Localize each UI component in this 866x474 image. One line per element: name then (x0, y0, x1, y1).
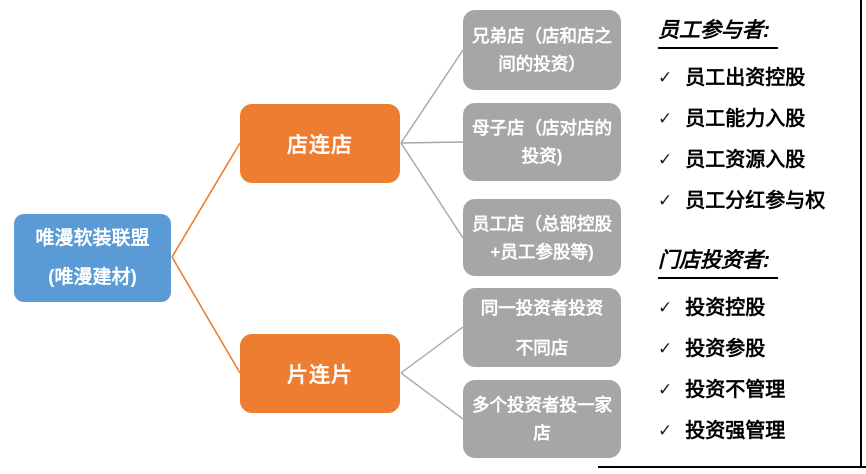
check-icon: ✓ (658, 68, 673, 87)
leaf-node-multiple-investors: 多个投资者投一家 店 (463, 380, 621, 458)
leaf-node-brother-store: 兄弟店（店和店之 间的投资） (463, 10, 621, 90)
employee-participants-list: 员工参与者: ✓ 员工出资控股 ✓ 员工能力入股 ✓ 员工资源入股 ✓ 员工分红… (658, 18, 858, 213)
branch-node-store-to-store: 店连店 (240, 104, 400, 183)
check-icon: ✓ (658, 421, 673, 440)
branch-node-area-to-area: 片连片 (240, 334, 400, 413)
connector-branch2-leaf5 (400, 372, 464, 420)
connector-branch2-leaf4 (400, 326, 464, 374)
check-icon: ✓ (658, 339, 673, 358)
list-item: ✓ 投资参股 (658, 337, 858, 361)
branch-node-label: 片连片 (287, 363, 353, 387)
check-icon: ✓ (658, 150, 673, 169)
leaf-node-label-line1: 员工店（总部控股 (472, 213, 612, 234)
list-item: ✓ 员工资源入股 (658, 148, 858, 172)
leaf-node-label-line1: 兄弟店（店和店之 (472, 26, 612, 46)
check-icon: ✓ (658, 380, 673, 399)
leaf-node-label-line1: 母子店（店对店的 (472, 118, 612, 138)
list-item-label: 投资控股 (685, 297, 766, 319)
list-item-label: 投资强管理 (685, 420, 786, 442)
list-item: ✓ 投资不管理 (658, 378, 858, 402)
check-icon: ✓ (658, 298, 673, 317)
check-icon: ✓ (658, 109, 673, 128)
leaf-node-label-line2: 不同店 (515, 337, 569, 358)
employee-participants-title: 员工参与者: (658, 18, 778, 49)
leaf-node-label-line1: 多个投资者投一家 (472, 395, 612, 415)
connector-branch1-leaf3 (400, 142, 464, 239)
leaf-node-label-line2: +员工参股等) (490, 241, 594, 262)
leaf-node-employee-store: 员工店（总部控股 +员工参股等) (463, 199, 621, 276)
root-node-label-line2: (唯漫建材) (48, 266, 137, 288)
connector-branch1-leaf1 (400, 49, 464, 144)
store-investors-list: 门店投资者: ✓ 投资控股 ✓ 投资参股 ✓ 投资不管理 ✓ 投资强管理 (658, 248, 858, 443)
leaf-node-mother-child-store: 母子店（店对店的 投资) (463, 103, 621, 181)
connector-root-branch1 (171, 142, 241, 258)
list-item: ✓ 员工分红参与权 (658, 189, 858, 213)
list-item-label: 员工资源入股 (685, 149, 806, 171)
leaf-node-label-line2: 间的投资） (498, 54, 586, 74)
connector-branch1-leaf2 (400, 141, 464, 144)
leaf-node-label-line1: 同一投资者投资 (480, 297, 604, 318)
leaf-node-label-line2: 投资) (521, 146, 563, 166)
list-item: ✓ 投资强管理 (658, 419, 858, 443)
list-item: ✓ 投资控股 (658, 296, 858, 320)
list-item-label: 投资参股 (685, 338, 766, 360)
store-investors-title: 门店投资者: (658, 248, 778, 279)
list-item: ✓ 员工能力入股 (658, 107, 858, 131)
root-node-alliance: 唯漫软装联盟 (唯漫建材) (14, 214, 171, 302)
branch-node-label: 店连店 (287, 133, 353, 157)
list-item-label: 员工出资控股 (685, 67, 806, 89)
list-item: ✓ 员工出资控股 (658, 66, 858, 90)
leaf-node-same-investor: 同一投资者投资 不同店 (463, 288, 621, 367)
leaf-node-label-line2: 店 (533, 423, 551, 443)
list-item-label: 员工分红参与权 (685, 190, 826, 212)
root-node-label-line1: 唯漫软装联盟 (35, 227, 150, 249)
list-item-label: 员工能力入股 (685, 108, 806, 130)
connector-root-branch2 (171, 256, 241, 374)
check-icon: ✓ (658, 191, 673, 210)
list-item-label: 投资不管理 (685, 379, 786, 401)
